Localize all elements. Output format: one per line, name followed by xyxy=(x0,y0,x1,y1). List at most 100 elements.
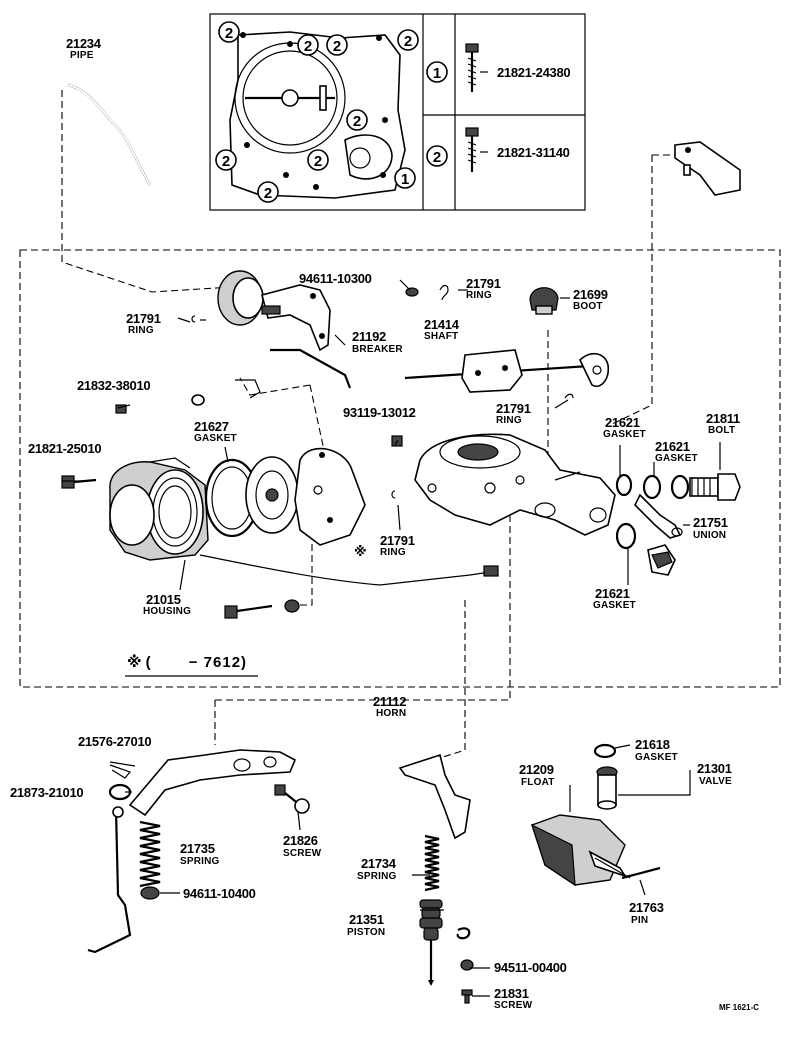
svg-text:2: 2 xyxy=(353,113,361,130)
lever xyxy=(128,749,297,817)
part-name: GASKET xyxy=(635,752,678,763)
part-name: BREAKER xyxy=(352,344,403,355)
svg-text:2: 2 xyxy=(264,185,272,202)
callout-2-marker: 2 xyxy=(346,109,368,131)
horn-bracket xyxy=(398,753,471,840)
part-name: PIN xyxy=(631,915,649,926)
spring xyxy=(424,834,440,892)
callout-1-marker: 1 xyxy=(426,61,448,83)
part-number: 21192 xyxy=(352,329,386,344)
washer xyxy=(140,886,160,900)
callout-2-marker: 2 xyxy=(257,181,279,203)
part-name: VALVE xyxy=(699,776,732,787)
valve xyxy=(596,766,618,810)
asterisk-mark: ※ xyxy=(354,544,367,559)
svg-text:2: 2 xyxy=(433,149,441,166)
part-name: RING xyxy=(380,547,406,558)
part-label-washer: 21873-21010 xyxy=(10,785,84,800)
part-number: 21791 xyxy=(126,311,161,326)
svg-text:2: 2 xyxy=(225,25,233,42)
part-label-washer: 94611-10300 xyxy=(299,271,372,286)
part-name: GASKET xyxy=(194,433,237,444)
part-label-screw: 21832-38010 xyxy=(77,378,151,393)
screw-icon xyxy=(61,475,97,489)
housing xyxy=(109,457,499,586)
part-label-screw: 21821-25010 xyxy=(28,441,102,456)
callout-2-marker: 2 xyxy=(397,29,419,51)
screw-icon xyxy=(465,43,479,92)
screw-icon xyxy=(115,404,127,414)
gasket xyxy=(615,473,633,497)
shaft-assembly xyxy=(404,349,610,393)
part-number: 21811 xyxy=(706,411,740,426)
plug xyxy=(647,544,676,576)
cover xyxy=(294,447,366,546)
part-name: SCREW xyxy=(494,1000,533,1011)
small-parts xyxy=(191,284,574,499)
part-number: 21414 xyxy=(424,317,459,332)
part-number: 21791 xyxy=(496,401,531,416)
svg-text:2: 2 xyxy=(404,33,412,50)
spring xyxy=(139,820,161,888)
part-name: GASKET xyxy=(603,429,646,440)
pin xyxy=(621,866,661,880)
part-name: RING xyxy=(128,325,154,336)
diaphragm xyxy=(245,456,299,534)
piston xyxy=(419,899,443,986)
part-number: 21621 xyxy=(595,586,630,601)
part-label-clip: 21576-27010 xyxy=(78,734,152,749)
figure-code: MF 1621-C xyxy=(719,1003,760,1012)
gasket xyxy=(615,522,637,550)
carburetor-top-view xyxy=(229,31,406,199)
part-number: 21735 xyxy=(180,841,215,856)
part-number: 21234 xyxy=(66,36,101,51)
part-number: 21831 xyxy=(494,986,529,1001)
part-number: 21699 xyxy=(573,287,608,302)
part-name: FLOAT xyxy=(521,777,555,788)
svg-text:2: 2 xyxy=(304,38,312,55)
part-name: UNION xyxy=(693,530,727,541)
clip xyxy=(109,764,132,779)
part-number: 21618 xyxy=(635,737,670,752)
part-name: PISTON xyxy=(347,927,386,938)
part-name: HORN xyxy=(376,708,407,719)
screw-icon xyxy=(461,989,473,1004)
part-number: 21351 xyxy=(349,912,384,927)
screw-icon xyxy=(224,604,273,619)
part-name: GASKET xyxy=(655,453,698,464)
part-name: RING xyxy=(496,415,522,426)
part-number: 21734 xyxy=(361,856,396,871)
part-name: SPRING xyxy=(357,871,397,882)
callout-2-marker: 2 xyxy=(307,149,329,171)
bracket xyxy=(674,141,741,196)
pipe xyxy=(67,83,151,186)
part-number: 21015 xyxy=(146,592,181,607)
part-number: 21301 xyxy=(697,761,732,776)
inset-screw-dots xyxy=(240,32,388,190)
part-number: 21621 xyxy=(605,415,640,430)
union xyxy=(634,493,683,539)
part-number: 21791 xyxy=(466,276,501,291)
part-name: PIPE xyxy=(70,50,94,61)
svg-text:2: 2 xyxy=(333,38,341,55)
leader-lines xyxy=(62,279,721,997)
footnote-range: ( − 7612) xyxy=(145,654,248,671)
gasket xyxy=(670,474,690,500)
callout-2-marker: 2 xyxy=(215,149,237,171)
part-number: 21112 xyxy=(373,694,407,709)
inset-callout-markers: 2 2 2 2 2 2 2 2 1 1 2 xyxy=(215,21,448,203)
float xyxy=(530,814,631,887)
carburetor-body xyxy=(414,433,616,536)
rod xyxy=(87,806,132,954)
part-name: SCREW xyxy=(283,848,322,859)
part-name: BOOT xyxy=(573,301,603,312)
part-number: 21751 xyxy=(693,515,728,530)
svg-text:1: 1 xyxy=(401,171,409,188)
nut-icon xyxy=(284,599,300,613)
part-name: GASKET xyxy=(593,600,636,611)
boot xyxy=(529,287,559,315)
callout-1-part-number: 21821-24380 xyxy=(497,65,571,80)
part-name: SHAFT xyxy=(424,331,459,342)
callout-2-part-number: 21821-31140 xyxy=(497,145,570,160)
